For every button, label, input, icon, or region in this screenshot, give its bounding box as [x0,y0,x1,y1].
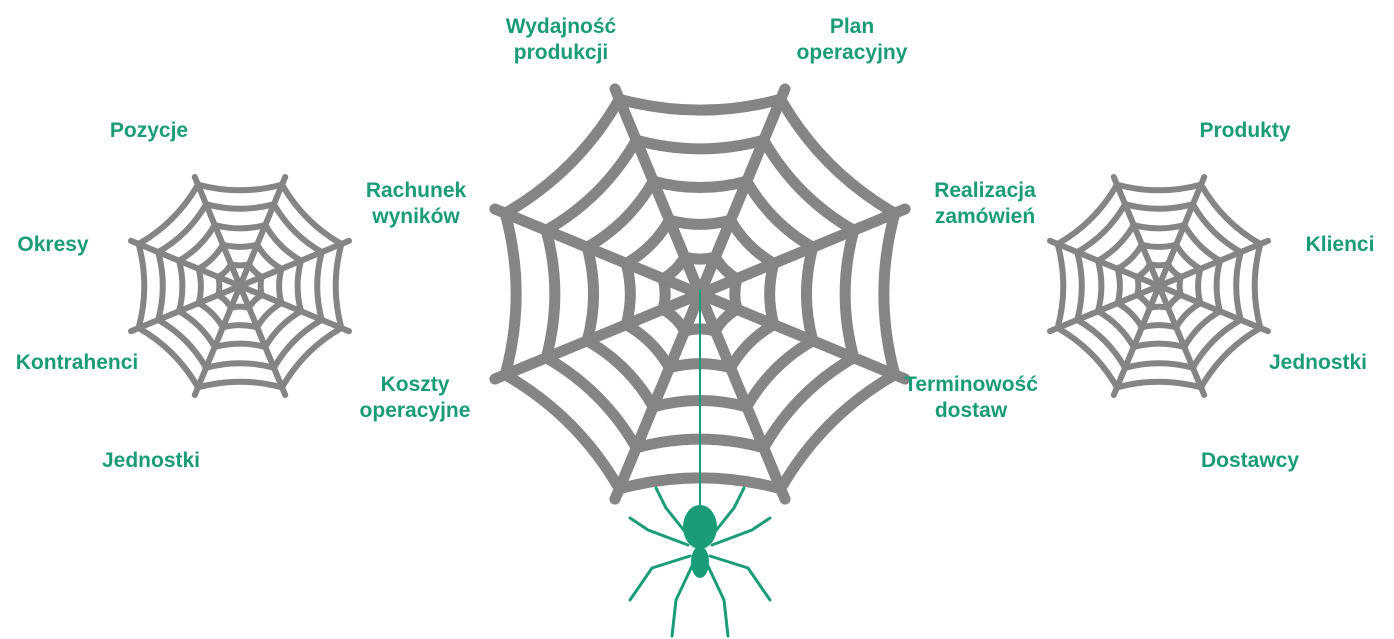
spider-leg [630,556,690,600]
right-web-label-right-lower: Jednostki [1269,350,1367,376]
spider-web-icon [131,177,349,395]
spider-head [691,546,709,578]
right-web-label-top: Produkty [1199,118,1290,144]
left-web-label-left-upper: Okresy [17,232,88,258]
spider-leg [710,556,770,600]
left-web-label-top: Pozycje [110,118,188,144]
left-web-label-bottom: Jednostki [102,448,200,474]
spider-leg [712,518,770,545]
spider-leg [672,566,692,636]
spider-leg [708,566,728,636]
right-web-label-right-upper: Klienci [1306,232,1375,258]
spider-leg [630,518,688,545]
right-web-label-bottom: Dostawcy [1201,448,1299,474]
spider-web-icon [1050,177,1268,395]
left-web-label-left-lower: Kontrahenci [16,350,139,376]
spider-abdomen [683,505,717,549]
